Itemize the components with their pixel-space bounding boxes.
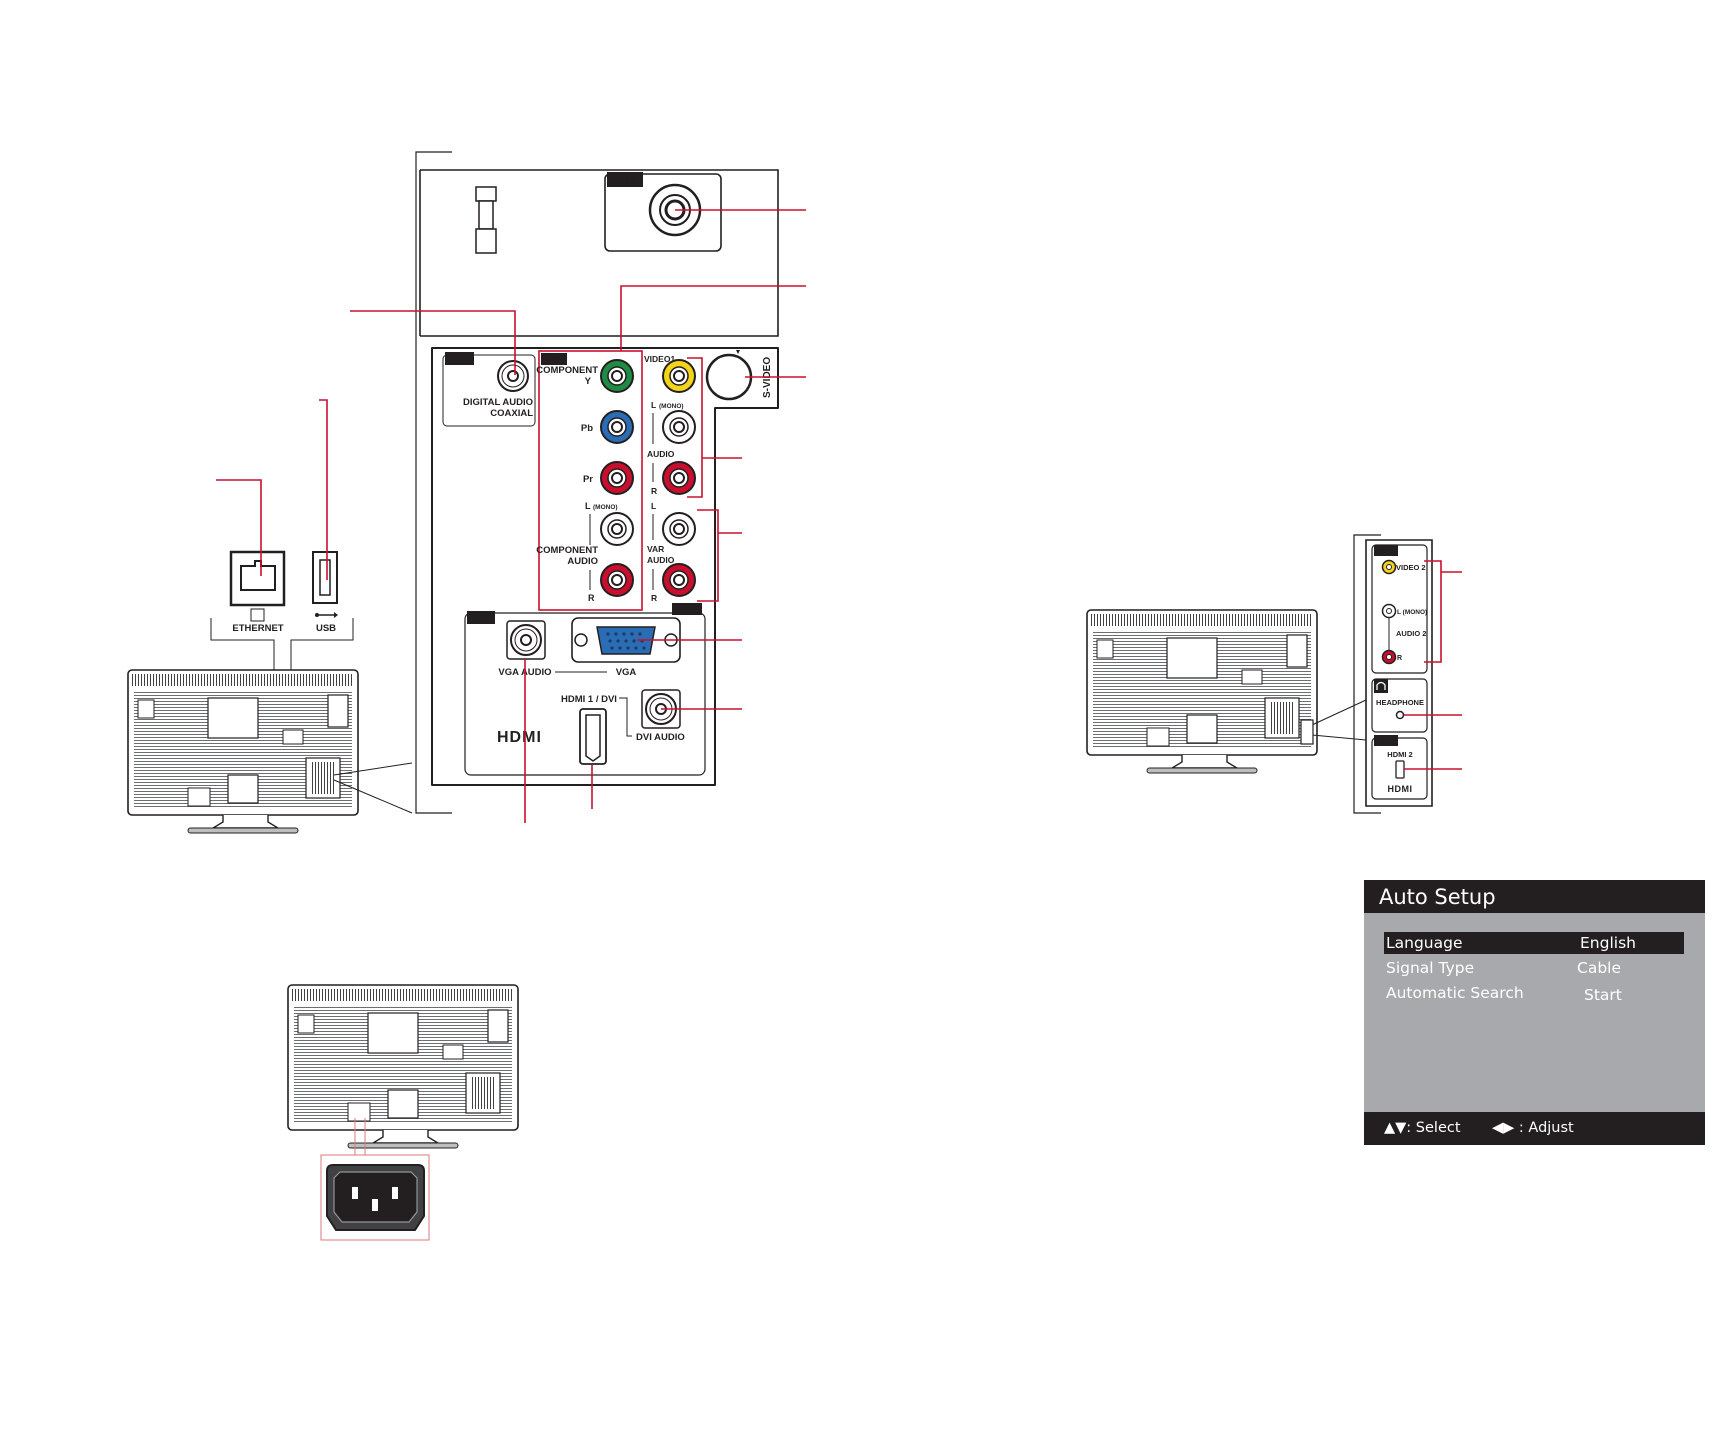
- comp-audio-l-label: L: [585, 501, 591, 511]
- video1-jack[interactable]: [662, 359, 696, 393]
- component-pr-label: Pr: [583, 474, 593, 485]
- digital-audio-label-1: DIGITAL AUDIO: [463, 397, 533, 408]
- component-y-label: Y: [585, 376, 592, 387]
- comp-audio-mono-label: (MONO): [593, 504, 618, 511]
- var-audio-label-2: AUDIO: [647, 555, 675, 565]
- osd-row-signal-type[interactable]: Signal Type Cable: [1384, 957, 1684, 979]
- var-audio-label-1: VAR: [647, 544, 664, 554]
- svideo-input[interactable]: S-VIDEO: [705, 350, 773, 401]
- comp-audio-label-1: COMPONENT: [536, 545, 598, 556]
- audio2-r-label: R: [1397, 655, 1402, 662]
- osd-hint-adjust: ◀▶ : Adjust: [1492, 1120, 1574, 1136]
- video2-label: VIDEO 2: [1396, 563, 1426, 572]
- tv-back-illustration: [127, 669, 413, 834]
- vga-label: VGA: [616, 667, 637, 678]
- osd-row-label: Automatic Search: [1386, 984, 1524, 1002]
- osd-row-label: Signal Type: [1386, 959, 1475, 977]
- var-out-badge: OUT: [678, 604, 698, 614]
- hdmi1-port[interactable]: [579, 708, 607, 765]
- video2-jack[interactable]: [1381, 559, 1397, 575]
- ant-label: ANT.: [613, 175, 637, 187]
- headphone-jack[interactable]: [1395, 710, 1405, 720]
- var-r-label: R: [651, 593, 657, 603]
- vga-port[interactable]: [571, 617, 681, 663]
- out-badge: OUT: [449, 354, 469, 365]
- ethernet-port[interactable]: [229, 550, 286, 607]
- side-in-badge-2: IN: [1382, 737, 1390, 746]
- hdmi2-port[interactable]: [1395, 760, 1405, 779]
- audio2-label: AUDIO 2: [1396, 629, 1426, 638]
- video1-audio-label: AUDIO: [647, 449, 675, 459]
- comp-audio-label-2: AUDIO: [567, 556, 598, 567]
- audio2-r-jack[interactable]: [1381, 649, 1397, 665]
- digital-audio-label-2: COAXIAL: [490, 408, 533, 419]
- osd-row-automatic-search[interactable]: Automatic Search Start: [1384, 982, 1684, 1004]
- video1-audio-l-jack[interactable]: [662, 410, 696, 444]
- var-l-label: L: [651, 501, 656, 511]
- callout-lines: [216, 209, 806, 823]
- var-audio-r-jack[interactable]: [662, 563, 696, 597]
- antenna-input[interactable]: ANT.: [604, 172, 722, 252]
- in-badge: IN: [550, 354, 559, 364]
- dvi-audio-label: DVI AUDIO: [636, 732, 685, 743]
- usb-port[interactable]: [312, 551, 338, 604]
- digital-audio-coaxial-out[interactable]: OUT DIGITAL AUDIO COAXIAL: [442, 352, 536, 427]
- ac-power-socket[interactable]: [326, 1164, 425, 1231]
- power-connection-diagram: [287, 984, 519, 1241]
- vga-section: IN VGA AUDIO VGA HDMI 1 / DVI: [464, 611, 706, 776]
- var-audio-l-jack[interactable]: [662, 512, 696, 546]
- component-pb-label: Pb: [581, 423, 593, 434]
- hdmi-logo: HDMI: [497, 729, 542, 746]
- ethernet-usb-group: ETHERNET USB: [210, 550, 354, 725]
- osd-row-language[interactable]: Language English: [1384, 932, 1684, 954]
- video1-input-group: VIDEO1 L (MONO) AUDIO R: [644, 354, 703, 498]
- osd-row-value: Start: [1584, 986, 1622, 1004]
- vga-in-badge: IN: [477, 613, 486, 623]
- video1-mono-label: (MONO): [659, 403, 684, 410]
- osd-hint-select: ▲▼: Select: [1384, 1120, 1461, 1136]
- side-panel-diagram: IN VIDEO 2 L (MONO) AUDIO 2 R HEADPHONE …: [1086, 534, 1462, 814]
- component-y-jack[interactable]: [600, 359, 634, 393]
- headphone-icon: [1374, 679, 1388, 693]
- comp-audio-r-label: R: [588, 593, 595, 603]
- component-label: COMPONENT: [536, 365, 598, 376]
- headphone-label: HEADPHONE: [1376, 698, 1424, 707]
- osd-row-value: English: [1580, 934, 1636, 952]
- video1-r-label: R: [651, 486, 657, 496]
- component-input-group: IN COMPONENT Y Pb Pr L (MONO): [536, 350, 643, 611]
- audio2-l-mono-label: L (MONO): [1397, 609, 1427, 616]
- osd-row-value: Cable: [1577, 959, 1622, 977]
- side-hdmi-logo: HDMI: [1388, 784, 1413, 794]
- ethernet-label: ETHERNET: [232, 623, 283, 634]
- auto-setup-menu: Auto Setup Language English Signal Type …: [1364, 880, 1705, 1145]
- back-panel-diagram: ANT. OUT DIGITAL AUDIO COAXIAL IN COMPON…: [127, 151, 806, 834]
- video1-l-label: L: [651, 400, 656, 410]
- hdmi2-label: HDMI 2: [1387, 750, 1412, 759]
- component-audio-r-jack[interactable]: [600, 563, 634, 597]
- osd-footer: ▲▼: Select ◀▶ : Adjust: [1364, 1112, 1705, 1145]
- audio2-l-jack[interactable]: [1381, 603, 1397, 619]
- usb-icon: [315, 612, 338, 618]
- usb-label: USB: [316, 623, 336, 634]
- osd-row-label: Language: [1386, 934, 1463, 952]
- component-pr-jack[interactable]: [600, 461, 634, 495]
- hdmi1-dvi-label: HDMI 1 / DVI: [561, 694, 617, 705]
- power-connector-icon: [475, 186, 497, 254]
- component-audio-l-jack[interactable]: [600, 512, 634, 546]
- side-in-badge: IN: [1382, 546, 1390, 555]
- component-pb-jack[interactable]: [600, 410, 634, 444]
- video1-label: VIDEO1: [644, 354, 675, 364]
- vga-audio-jack[interactable]: [506, 620, 546, 660]
- video1-audio-r-jack[interactable]: [662, 461, 696, 495]
- side-callout-lines: [1404, 560, 1462, 770]
- var-audio-out-group: L VAR AUDIO R OUT: [647, 501, 719, 615]
- osd-title: Auto Setup: [1364, 880, 1705, 913]
